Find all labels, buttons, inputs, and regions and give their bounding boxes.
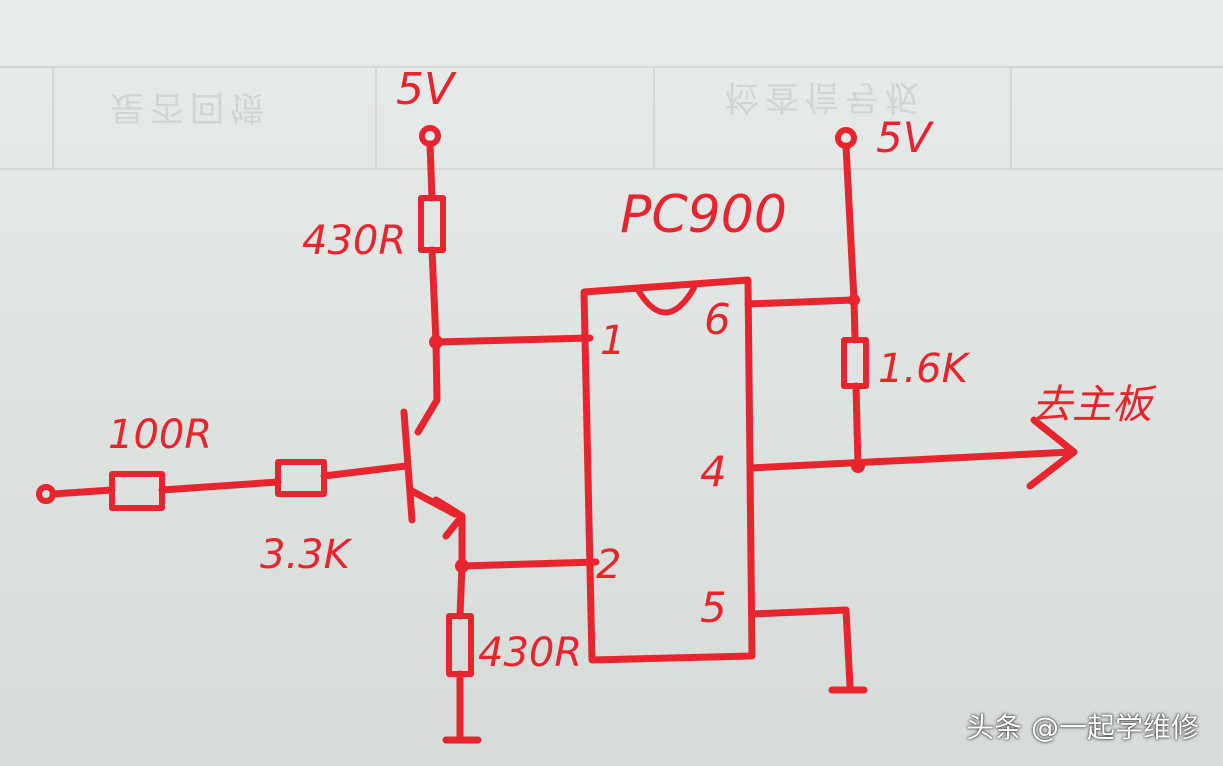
label-resistor-collector: 430R bbox=[302, 218, 406, 264]
label-pin-6: 6 bbox=[704, 295, 731, 344]
wire-collector-node bbox=[428, 246, 440, 346]
wire-supply-left bbox=[426, 140, 436, 202]
wire-to-pin-1 bbox=[432, 334, 594, 346]
label-pin-2: 2 bbox=[596, 542, 621, 588]
background-table-cell bbox=[375, 66, 655, 170]
resistor-base bbox=[275, 459, 327, 497]
label-pin-5: 5 bbox=[700, 583, 727, 632]
label-output: 去主板 bbox=[1032, 382, 1157, 428]
wire-emitter-resistor bbox=[456, 562, 466, 620]
label-resistor-emitter: 430R bbox=[478, 630, 582, 676]
resistor-emitter bbox=[446, 613, 474, 677]
resistor-pullup bbox=[841, 337, 869, 389]
label-resistor-pullup: 1.6K bbox=[878, 346, 971, 392]
wire-input bbox=[49, 486, 116, 498]
resistor-input bbox=[109, 471, 165, 511]
watermark: 头条 @一起学维修 bbox=[966, 711, 1199, 744]
wire-to-pin-2 bbox=[458, 558, 600, 570]
ic-body bbox=[580, 276, 756, 664]
ic-notch bbox=[635, 285, 697, 316]
label-supply-right: 5V bbox=[876, 113, 935, 162]
wire-to-base bbox=[320, 462, 410, 480]
label-ic-name: PC900 bbox=[620, 185, 787, 245]
emitter-arrow bbox=[432, 496, 466, 540]
label-pin-4: 4 bbox=[700, 447, 727, 496]
transistor-collector-lead bbox=[414, 338, 441, 436]
wire-supply-right bbox=[842, 142, 858, 304]
wire-pullup-top bbox=[850, 296, 859, 344]
wire-pin-5-ground bbox=[748, 606, 854, 690]
resistor-collector bbox=[418, 195, 446, 253]
wire-between-resistors bbox=[158, 478, 282, 494]
wire-output bbox=[746, 448, 1076, 472]
label-resistor-input: 100R bbox=[108, 412, 212, 458]
label-supply-left: 5V bbox=[396, 64, 457, 115]
wire-pin-6 bbox=[744, 296, 858, 308]
wire-pullup-bottom bbox=[852, 382, 862, 470]
label-resistor-base: 3.3K bbox=[260, 532, 353, 578]
output-arrow bbox=[1026, 416, 1078, 490]
label-pin-1: 1 bbox=[600, 318, 625, 364]
